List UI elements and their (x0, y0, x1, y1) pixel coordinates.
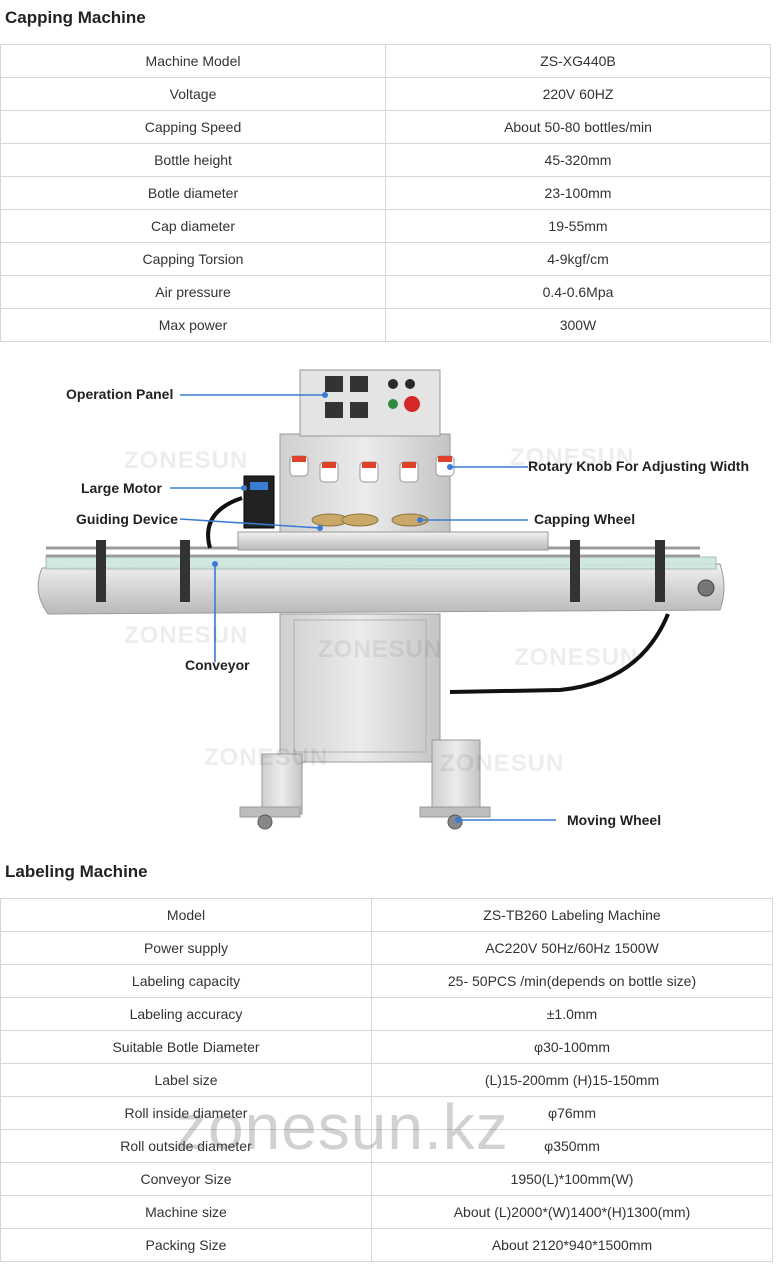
spec-label: Cap diameter (0, 209, 386, 243)
moving-wheel-left (257, 814, 273, 830)
callout-conveyor: Conveyor (185, 657, 250, 673)
spec-value: 220V 60HZ (385, 77, 771, 111)
photo-watermark: ZONESUN (318, 636, 443, 663)
site-watermark: zonesun.kz (175, 1091, 509, 1163)
spec-label: Bottle height (0, 143, 386, 177)
spec-label: Packing Size (0, 1228, 372, 1262)
callout-guiding-device: Guiding Device (76, 511, 178, 527)
spec-value: 4-9kgf/cm (385, 242, 771, 276)
spec-label: Model (0, 898, 372, 932)
spec-label: Capping Torsion (0, 242, 386, 276)
spec-label: Power supply (0, 931, 372, 965)
spec-label: Max power (0, 308, 386, 342)
callout-lines (170, 394, 556, 821)
spec-value: About 2120*940*1500mm (371, 1228, 773, 1262)
photo-watermark: ZONESUN (124, 447, 249, 474)
spec-value: ±1.0mm (371, 997, 773, 1031)
operation-panel-box (299, 369, 441, 437)
spec-label: Suitable Botle Diameter (0, 1030, 372, 1064)
spec-label: Roll inside diameter (0, 1096, 372, 1130)
spec-value: 1950(L)*100mm(W) (371, 1162, 773, 1196)
photo-watermark: ZONESUN (124, 622, 249, 649)
spec-label: Botle diameter (0, 176, 386, 210)
spec-value: φ76mm (371, 1096, 773, 1130)
spec-value: 25- 50PCS /min(depends on bottle size) (371, 964, 773, 998)
spec-value: 300W (385, 308, 771, 342)
labeling-section-title: Labeling Machine (5, 862, 148, 881)
spec-label: Conveyor Size (0, 1162, 372, 1196)
spec-label: Voltage (0, 77, 386, 111)
callout-operation-panel: Operation Panel (66, 386, 174, 402)
spec-value: About 50-80 bottles/min (385, 110, 771, 144)
spec-label: Machine Model (0, 44, 386, 78)
spec-value: AC220V 50Hz/60Hz 1500W (371, 931, 773, 965)
spec-label: Labeling capacity (0, 964, 372, 998)
spec-value: 23-100mm (385, 176, 771, 210)
spec-label: Air pressure (0, 275, 386, 309)
spec-label: Capping Speed (0, 110, 386, 144)
spec-label: Roll outside diameter (0, 1129, 372, 1163)
callout-moving-wheel: Moving Wheel (567, 812, 662, 828)
spec-row: Labeling accuracy±1.0mm (0, 997, 773, 1031)
spec-label: Labeling accuracy (0, 997, 372, 1031)
spec-value: About (L)2000*(W)1400*(H)1300(mm) (371, 1195, 773, 1229)
machine-cabinet (279, 613, 441, 763)
spec-value: φ30-100mm (371, 1030, 773, 1064)
spec-value: ZS-XG440B (385, 44, 771, 78)
callout-large-motor: Large Motor (81, 480, 162, 496)
capping-section-title: Capping Machine (5, 8, 146, 27)
capping-machine-photo: Operation Panel Large Motor Guiding Devi… (0, 352, 783, 842)
spec-label: Machine size (0, 1195, 372, 1229)
spec-value: ZS-TB260 Labeling Machine (371, 898, 773, 932)
callout-capping-wheel: Capping Wheel (534, 511, 636, 527)
photo-watermark: ZONESUN (510, 444, 635, 471)
machine-illustration (37, 369, 725, 830)
photo-watermark: ZONESUN (514, 644, 639, 671)
spec-value: 19-55mm (385, 209, 771, 243)
callout-rotary-knob: Rotary Knob For Adjusting Width (528, 458, 749, 474)
conveyor-bed (37, 563, 725, 615)
spec-value: φ350mm (371, 1129, 773, 1163)
spec-value: 45-320mm (385, 143, 771, 177)
spec-value: 0.4-0.6Mpa (385, 275, 771, 309)
spec-row: Label size(L)15-200mm (H)15-150mm (0, 1063, 773, 1097)
spec-value: (L)15-200mm (H)15-150mm (371, 1063, 773, 1097)
photo-watermark: ZONESUN (204, 744, 329, 771)
photo-watermark: ZONESUN (440, 750, 565, 777)
spec-label: Label size (0, 1063, 372, 1097)
